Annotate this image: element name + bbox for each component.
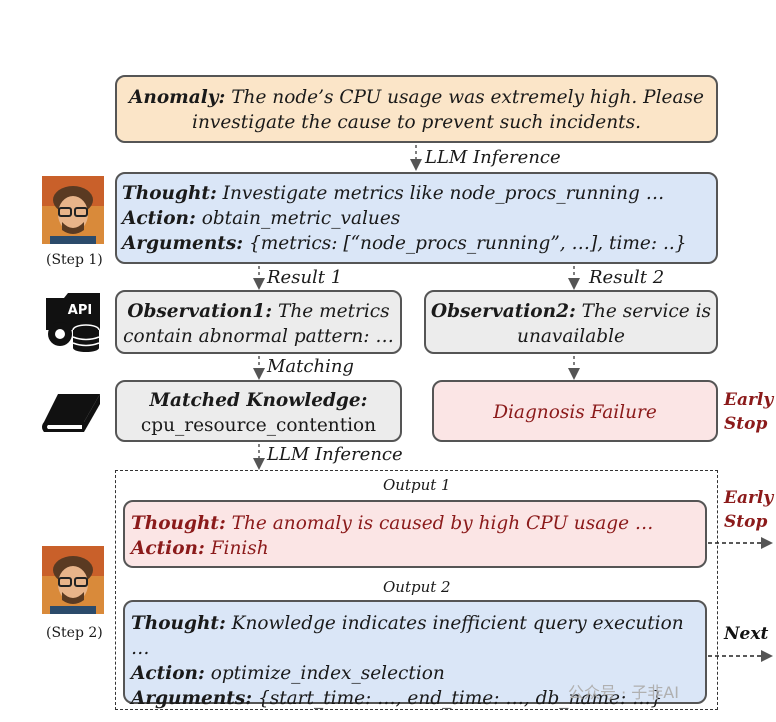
matching-label: Matching [267,356,354,377]
result1-label: Result 1 [267,267,343,288]
early-stop-label-2: Early Stop [724,486,773,534]
output2-args: {start_time: …, end_time: …, db_name: …} [252,688,663,709]
watermark: 公众号 · 子非AI [568,683,679,702]
step1-args: {metrics: [“node_procs_running”, …], tim… [243,233,687,254]
observation2-box: Observation2: The service is unavailable [424,290,718,354]
agent-avatar-icon-2 [42,546,104,614]
output1-action: Finish [204,538,269,559]
early-stop-2-line1: Early [724,488,774,508]
output1-caption: Output 1 [383,476,451,494]
anomaly-label: Anomaly: [129,87,226,108]
output2-action: optimize_index_selection [204,663,445,684]
observation1-box: Observation1: The metrics contain abnorm… [115,290,402,354]
book-icon [42,394,100,432]
output1-thought-label: Thought: [131,513,226,534]
output2-thought: Knowledge indicates inefficient query ex… [131,613,684,659]
llm-inference-label-1: LLM Inference [425,147,561,168]
observation1-text: The metrics contain abnormal pattern: … [123,301,394,347]
outputs-container [115,470,718,710]
early-stop-2-line2: Stop [724,512,768,532]
step1-args-label: Arguments: [122,233,244,254]
output2-action-label: Action: [131,663,205,684]
step1-action-label: Action: [122,208,196,229]
observation1-label: Observation1: [127,301,273,322]
early-stop-1-line2: Stop [724,414,768,434]
step2-label: (Step 2) [46,625,103,641]
next-label: Next [724,624,769,644]
output2-args-label: Arguments: [131,688,253,709]
matched-knowledge-label: Matched Knowledge: [149,390,368,411]
llm-inference-label-2: LLM Inference [267,444,403,465]
early-stop-1-line1: Early [724,390,774,410]
step1-label: (Step 1) [46,252,103,268]
output2-caption: Output 2 [383,578,451,596]
agent-avatar-icon [42,176,104,244]
diagnosis-failure-box: Diagnosis Failure [432,380,718,442]
output1-action-label: Action: [131,538,205,559]
diagnosis-failure-text: Diagnosis Failure [493,402,657,423]
early-stop-label-1: Early Stop [724,388,773,436]
step1-thought-label: Thought: [122,183,217,204]
observation2-label: Observation2: [430,301,576,322]
output1-thought: The anomaly is caused by high CPU usage … [225,513,654,534]
output1-box: Thought: The anomaly is caused by high C… [123,500,707,568]
anomaly-text: The node’s CPU usage was extremely high.… [192,87,704,133]
output2-box: Thought: Knowledge indicates inefficient… [123,600,707,709]
matched-knowledge-text: cpu_resource_contention [140,415,377,436]
output2-thought-label: Thought: [131,613,226,634]
step1-box: Thought: Investigate metrics like node_p… [115,172,718,264]
api-icon-text: API [68,303,92,318]
anomaly-box: Anomaly: The node’s CPU usage was extrem… [115,75,718,143]
observation2-text: The service is unavailable [517,301,711,347]
api-database-icon: API [46,293,100,352]
result2-label: Result 2 [589,267,665,288]
step1-action: obtain_metric_values [195,208,401,229]
matched-knowledge-box: Matched Knowledge: cpu_resource_contenti… [115,380,402,442]
step1-thought: Investigate metrics like node_procs_runn… [216,183,665,204]
